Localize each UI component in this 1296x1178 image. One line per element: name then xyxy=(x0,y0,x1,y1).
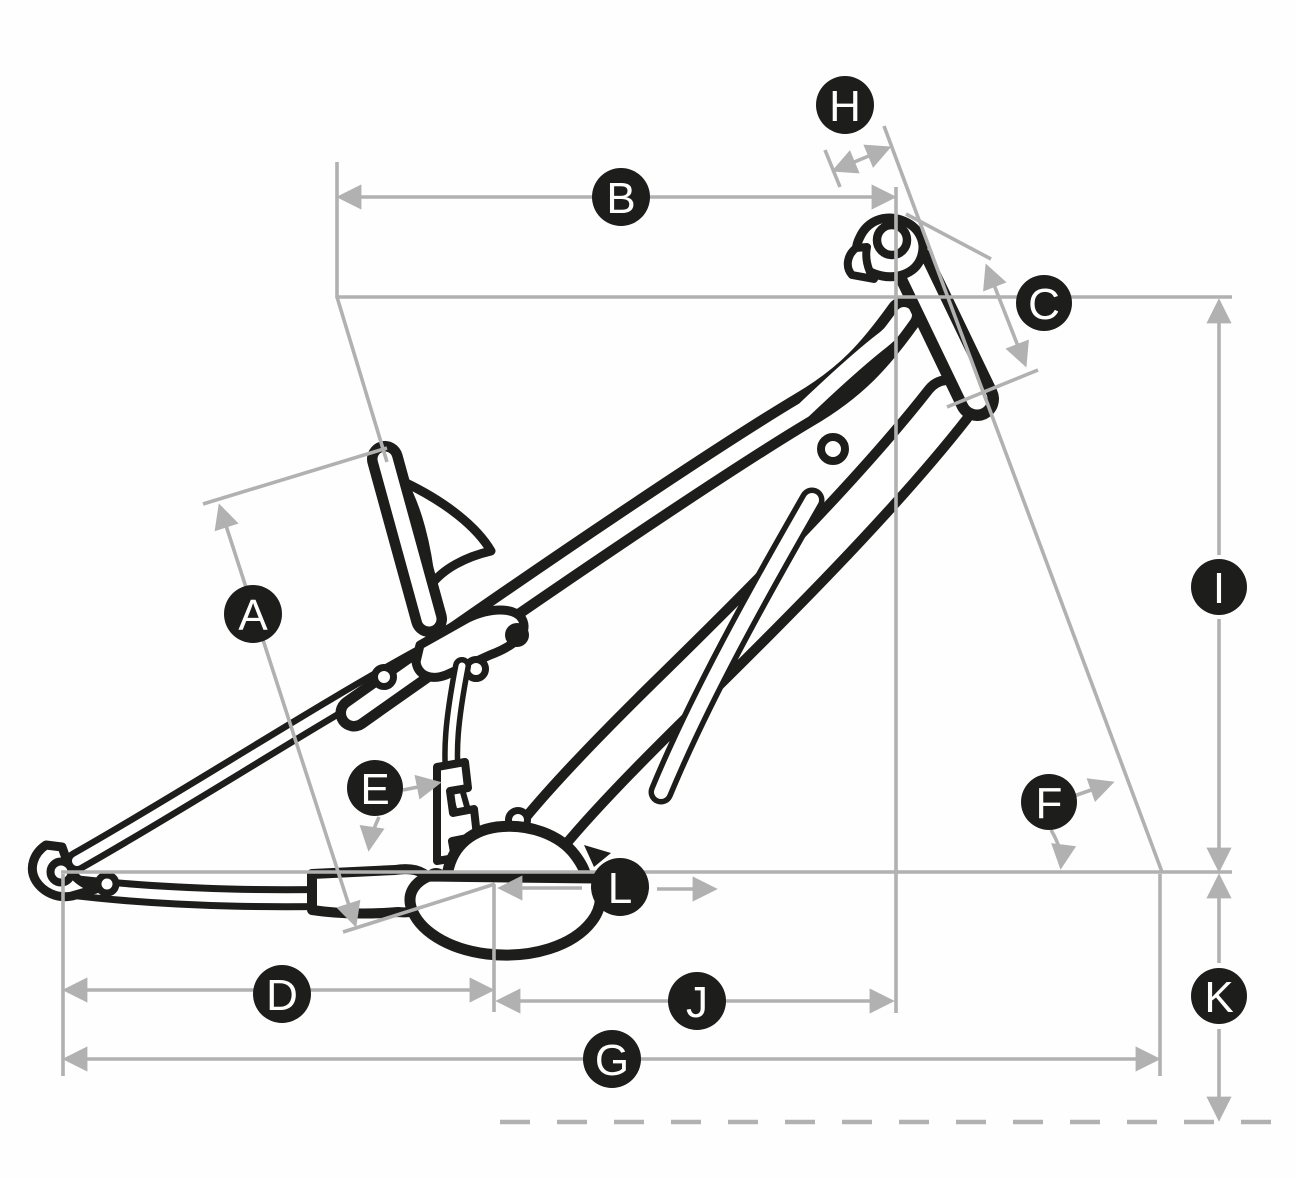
dim-h-line xyxy=(831,144,892,174)
badge-b-letter: B xyxy=(606,174,635,223)
seat-tube xyxy=(367,441,447,637)
seat-axis-extension xyxy=(335,296,389,463)
badge-d-letter: D xyxy=(266,971,298,1020)
badge-e: E xyxy=(347,760,403,816)
dim-e-arrow-right xyxy=(402,774,442,800)
down-tube xyxy=(515,375,977,862)
dim-f-arrow-axis xyxy=(1073,778,1115,802)
badge-j: J xyxy=(668,972,726,1030)
rocker-pivot-left xyxy=(371,664,397,690)
badge-k: K xyxy=(1191,968,1247,1024)
badge-l-letter: L xyxy=(608,864,632,913)
badge-h: H xyxy=(816,76,874,134)
dim-a-tick-top xyxy=(202,446,388,506)
dim-f-arrow-down xyxy=(1049,829,1077,870)
badge-c: C xyxy=(1016,275,1072,331)
dimension-lines xyxy=(61,125,1292,1125)
bb-shell-dome xyxy=(441,820,592,883)
rocker-main-pivot xyxy=(505,623,529,647)
badge-j-letter: J xyxy=(686,978,708,1027)
frame-line-art xyxy=(27,213,999,961)
steerer-cap-hole xyxy=(872,220,912,260)
dim-c-ext-bottom xyxy=(946,368,1039,409)
badge-c-letter: C xyxy=(1028,280,1060,329)
dim-c-line xyxy=(983,263,1029,368)
badge-e-letter: E xyxy=(360,765,389,814)
badge-a: A xyxy=(224,585,282,643)
headset-top xyxy=(843,213,928,283)
dim-a-line xyxy=(214,503,361,928)
badge-g: G xyxy=(583,1030,641,1088)
badge-g-letter: G xyxy=(595,1036,629,1085)
dropout-pivot xyxy=(94,871,120,897)
badge-l: L xyxy=(591,858,649,916)
down-tube-bolt xyxy=(817,433,849,465)
steering-axis xyxy=(882,125,1164,873)
badge-h-letter: H xyxy=(829,82,861,131)
badge-i-letter: I xyxy=(1213,564,1225,613)
badge-b: B xyxy=(592,168,650,226)
badge-f: F xyxy=(1021,774,1077,830)
badge-f-letter: F xyxy=(1036,779,1063,828)
head-tube xyxy=(891,244,999,421)
dim-c-ext-top xyxy=(905,212,992,261)
badge-i: I xyxy=(1191,559,1247,615)
badge-k-letter: K xyxy=(1204,973,1233,1022)
badge-d: D xyxy=(253,965,311,1023)
measurement-badges: A B C D E F G H xyxy=(224,76,1247,1088)
motor-wedge xyxy=(584,845,611,867)
badge-a-letter: A xyxy=(238,591,268,640)
dim-e-arrow-down xyxy=(359,816,385,852)
dim-a-tick-bottom xyxy=(342,882,496,934)
chainstay xyxy=(54,864,448,919)
